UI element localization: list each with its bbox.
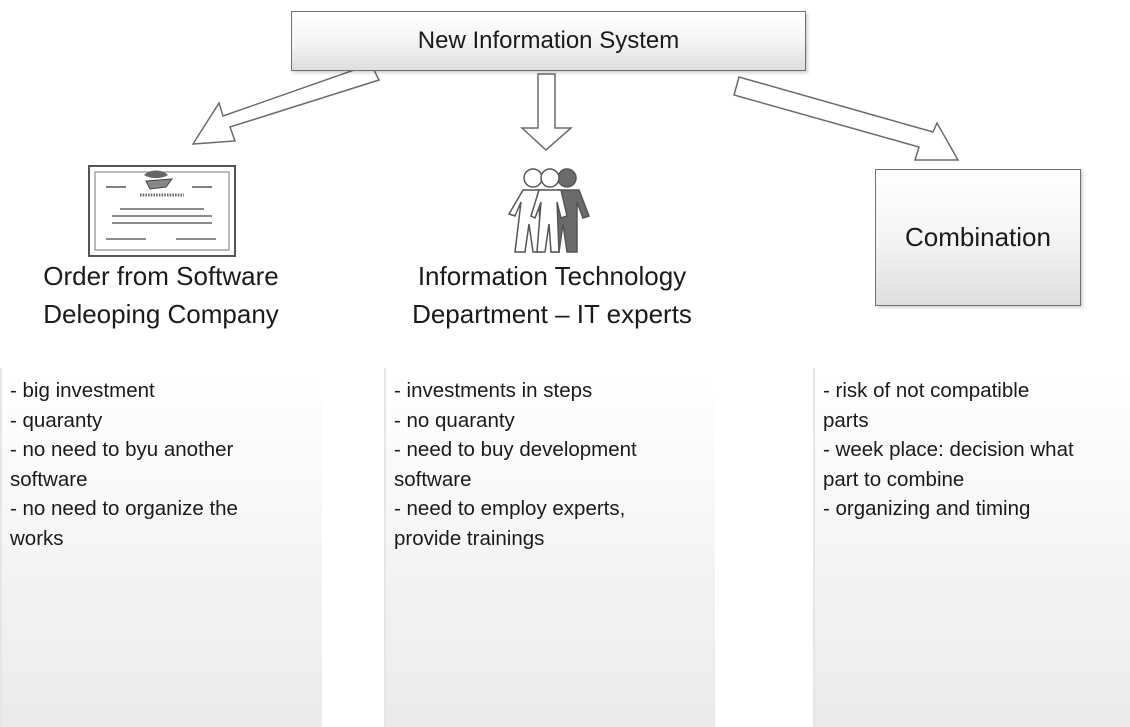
combination-box: Combination: [875, 169, 1081, 306]
list-item: - quaranty: [10, 408, 103, 432]
option-title-software-company: Order from Software Deleoping Company: [0, 257, 322, 333]
panel-software-company: - big investment - quaranty - no need to…: [0, 368, 322, 727]
panel-it-department: - investments in steps - no quaranty - n…: [384, 368, 715, 727]
arrow-to-software-company: [191, 63, 381, 145]
list-item: - no quaranty: [394, 408, 515, 432]
option-title-it-department: Information Technology Department – IT e…: [382, 257, 722, 333]
panel-list: - big investment - quaranty - no need to…: [10, 376, 322, 553]
panel-combination: - risk of not compatible parts - week pl…: [813, 368, 1130, 727]
list-item: software: [394, 467, 472, 491]
list-item: software: [10, 467, 88, 491]
list-item: - big investment: [10, 379, 155, 402]
list-item: provide trainings: [394, 526, 545, 550]
arrow-to-combination: [733, 76, 960, 161]
panel-list: - risk of not compatible parts - week pl…: [823, 376, 1130, 524]
list-item: - risk of not compatible: [823, 379, 1030, 402]
certificate-icon: [88, 165, 236, 257]
list-item: - need to buy development: [394, 438, 637, 461]
arrow-to-it-department: [520, 73, 573, 152]
people-icon: [507, 168, 590, 253]
list-item: part to combine: [823, 467, 965, 491]
list-item: - no need to byu another: [10, 438, 234, 461]
option-title-line: Deleoping Company: [43, 299, 279, 329]
option-title-line: Order from Software: [43, 261, 279, 291]
list-item: - week place: decision what: [823, 438, 1074, 461]
option-title-line: Information Technology: [417, 261, 687, 291]
list-item: works: [10, 526, 64, 550]
list-item: - investments in steps: [394, 379, 593, 402]
list-item: - organizing and timing: [823, 497, 1031, 520]
panel-list: - investments in steps - no quaranty - n…: [394, 376, 715, 553]
combination-label: Combination: [905, 222, 1051, 252]
root-node-box: New Information System: [291, 11, 806, 71]
list-item: - no need to organize the: [10, 497, 238, 520]
list-item: - need to employ experts,: [394, 497, 626, 520]
list-item: parts: [823, 408, 869, 432]
option-title-line: Department – IT experts: [412, 299, 692, 329]
root-node-label: New Information System: [417, 27, 680, 54]
